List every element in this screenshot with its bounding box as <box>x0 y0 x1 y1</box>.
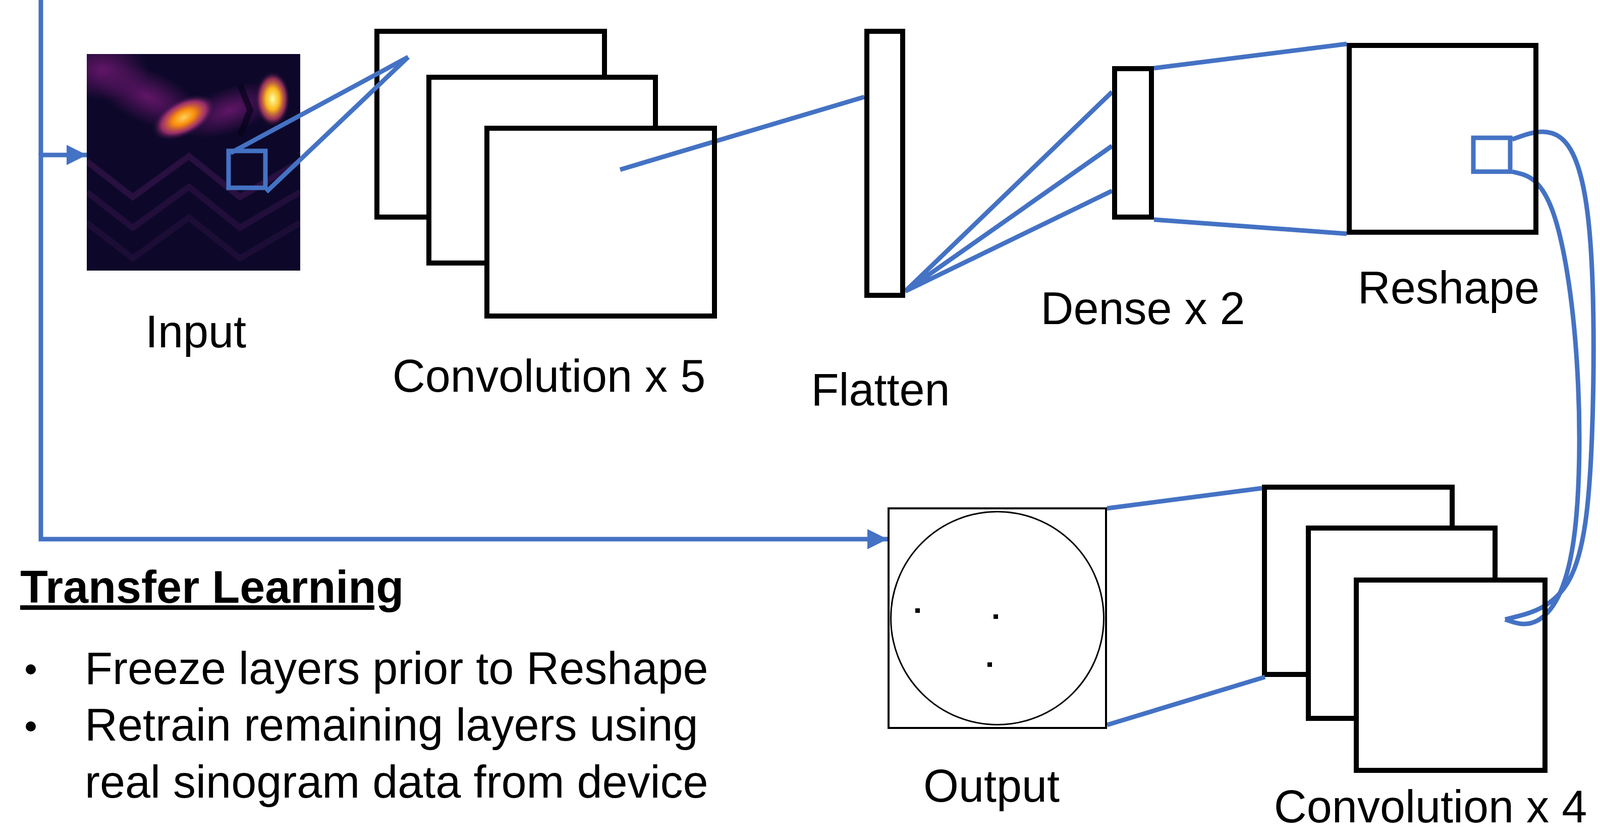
dense-bar: Dense x 2 <box>1112 66 1154 220</box>
output-box: Output <box>887 507 1108 729</box>
feature-map-fill <box>484 125 717 319</box>
output-circle <box>891 511 1105 725</box>
connector <box>1107 487 1265 725</box>
reshape-box: Reshape <box>1346 42 1539 235</box>
sinogram-image <box>86 53 301 271</box>
heatmap-band <box>86 217 301 259</box>
bullet-text: Retrain remaining layers using real sino… <box>84 696 741 810</box>
node-label: Convolution x 4 <box>1274 783 1587 830</box>
feed-line <box>38 0 44 155</box>
node-label: Reshape <box>1357 264 1540 311</box>
connector <box>40 154 888 539</box>
bullet <box>25 664 36 675</box>
conv-stack: Convolution x 5 <box>484 125 717 319</box>
section-heading: Transfer Learning <box>20 564 404 610</box>
connector <box>620 96 865 170</box>
zoom-square <box>228 150 266 188</box>
bullet <box>25 721 36 732</box>
node-label: Flatten <box>810 366 950 413</box>
node-label: Output <box>923 762 1060 809</box>
bullet-text: Freeze layers prior to Reshape <box>84 639 741 697</box>
connector <box>1505 131 1594 624</box>
output-point <box>915 608 920 613</box>
heatmap-band <box>240 84 251 136</box>
node-label: Convolution x 5 <box>392 353 706 399</box>
node-label: Dense x 2 <box>1040 285 1245 331</box>
conv-stack: Convolution x 4 <box>1353 577 1548 773</box>
connector <box>905 91 1113 292</box>
heatmap-blob <box>255 71 291 127</box>
connector <box>230 57 409 192</box>
node-label: Input <box>145 308 247 355</box>
output-point <box>987 661 992 667</box>
output-point <box>993 614 999 619</box>
connector <box>1153 43 1347 234</box>
input-image: Input <box>86 53 301 271</box>
flatten-bar: Flatten <box>864 28 906 298</box>
zoom-square <box>1473 137 1511 172</box>
heatmap-blob <box>144 84 224 150</box>
feature-map-fill <box>1353 577 1548 773</box>
